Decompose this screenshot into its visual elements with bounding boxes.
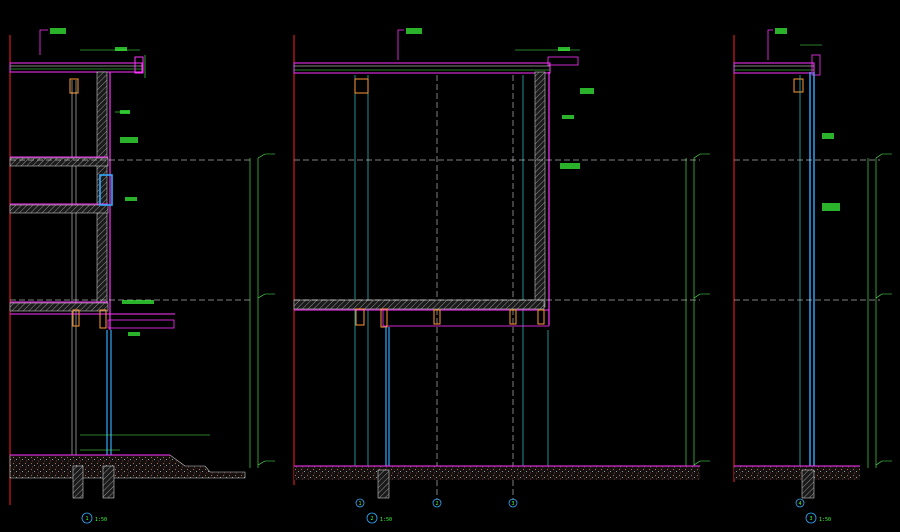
column (380, 308, 388, 328)
column-cap (793, 78, 804, 93)
section-title-circle (805, 512, 817, 524)
ground-profile (294, 466, 700, 480)
grid-bubble-label: 1 (358, 501, 361, 507)
floor-slab (9, 302, 109, 312)
grid-bubble (355, 498, 365, 508)
grid-bubble (508, 498, 518, 508)
roof-note (50, 28, 66, 34)
level-marker (257, 153, 275, 159)
note (128, 332, 140, 336)
grid-bubble-label: 3 (511, 501, 514, 507)
section-1: 1 1:50 (9, 28, 275, 524)
column-cap (354, 78, 369, 94)
roof-note (406, 28, 422, 34)
grid-bubble-label: 2 (435, 501, 438, 507)
foundation (72, 465, 84, 499)
section-title-scale: 1:50 (380, 517, 392, 523)
note (562, 115, 574, 119)
dimension-text (115, 47, 127, 51)
note (125, 197, 137, 201)
exterior-wall (534, 71, 546, 308)
roof-note (775, 28, 787, 34)
column (99, 309, 107, 329)
grid-bubble (795, 498, 805, 508)
ground-profile (734, 466, 860, 480)
grid-bubble (432, 498, 442, 508)
section-title-number: 3 (809, 516, 812, 522)
foundation (102, 465, 115, 499)
note (122, 300, 154, 304)
column (355, 308, 365, 326)
floor-slab (9, 157, 109, 167)
column (433, 309, 441, 325)
roof-slab (733, 62, 815, 74)
column (72, 309, 80, 327)
section-2: 1 2 3 2 1:50 (293, 28, 710, 524)
level-marker (875, 153, 892, 159)
roof-slab (293, 62, 551, 74)
note (822, 133, 834, 139)
section-title-scale: 1:50 (819, 517, 831, 523)
section-title-circle (81, 512, 93, 524)
roof-leader (397, 29, 404, 60)
foundation (377, 469, 390, 499)
section-title-scale: 1:50 (95, 517, 107, 523)
level-marker (693, 293, 710, 299)
grid-bubble-label: 4 (798, 501, 801, 507)
level-marker (875, 460, 892, 466)
column-cap (69, 78, 79, 94)
roof-leader (39, 29, 48, 55)
note (560, 163, 580, 169)
note (580, 88, 594, 94)
note (822, 203, 840, 211)
column (509, 309, 517, 325)
level-marker (693, 460, 710, 466)
parapet (134, 56, 144, 74)
canopy (107, 319, 175, 329)
parapet (547, 56, 579, 66)
window-glazing (99, 174, 113, 206)
column (537, 309, 545, 325)
level-marker (875, 293, 892, 299)
note (120, 137, 138, 143)
dimension-text (558, 47, 570, 51)
ground-profile (9, 454, 246, 479)
foundation (801, 469, 815, 499)
section-title-number: 1 (85, 516, 88, 522)
roof-slab (9, 62, 143, 73)
roof-leader (767, 29, 773, 60)
section-3: 4 3 1:50 (733, 28, 892, 524)
section-title-circle (366, 512, 378, 524)
beam (382, 309, 550, 327)
note (120, 110, 130, 114)
level-marker (257, 460, 275, 466)
parapet (811, 54, 821, 76)
level-marker (257, 293, 275, 299)
section-title-number: 2 (370, 516, 373, 522)
floor-slab (9, 204, 109, 214)
level-marker (693, 153, 710, 159)
exterior-wall (96, 71, 108, 311)
floor-slab (293, 299, 545, 310)
